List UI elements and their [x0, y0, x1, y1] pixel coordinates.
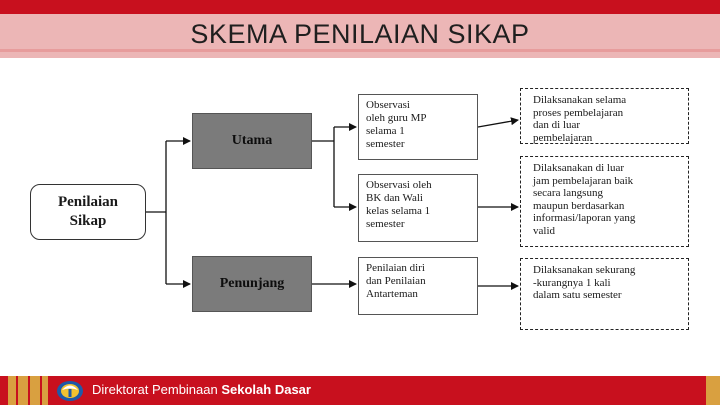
- text-line: kelas selama 1: [366, 205, 431, 217]
- text-line: oleh guru MP: [366, 112, 427, 124]
- note-observasi-guru: Dilaksanakan selama proses pembelajaran …: [520, 88, 689, 144]
- text-line: secara langsung: [533, 187, 603, 199]
- text-line: dalam satu semester: [533, 289, 622, 301]
- text-line: semester: [366, 138, 405, 150]
- title-band: [0, 14, 720, 58]
- text-line: jam pembelajaran baik: [533, 174, 634, 187]
- text-line: maupun berdasarkan: [533, 199, 625, 212]
- text-line: selama 1: [366, 125, 405, 137]
- footer-text: Direktorat Pembinaan Sekolah Dasar: [92, 382, 311, 397]
- node-observasi-guru: Observasi oleh guru MP selama 1 semester: [358, 94, 478, 160]
- footer-bold: Sekolah Dasar: [221, 382, 311, 397]
- footer-bar: Direktorat Pembinaan Sekolah Dasar: [0, 376, 720, 405]
- text-line: Dilaksanakan sekurang: [533, 264, 636, 276]
- footer-prefix: Direktorat Pembinaan: [92, 382, 218, 397]
- text-line: informasi/laporan yang: [533, 212, 636, 224]
- ornament-stripe: [40, 376, 42, 405]
- text-line: dan Penilaian: [366, 275, 426, 287]
- note-penilaian-diri: Dilaksanakan sekurang -kurangnya 1 kali …: [520, 258, 689, 330]
- root-line-1: Penilaian: [57, 194, 118, 210]
- node-observasi-bk: Observasi oleh BK dan Wali kelas selama …: [358, 174, 478, 242]
- root-line-2: Sikap: [69, 213, 107, 229]
- text-line: Observasi: [366, 99, 410, 111]
- node-utama: Utama: [192, 113, 312, 169]
- text-line: Dilaksanakan selama: [533, 94, 627, 106]
- node-penilaian-diri: Penilaian diri dan Penilaian Antarteman: [358, 257, 478, 315]
- text-line: -kurangnya 1 kali: [533, 276, 611, 289]
- text-line: semester: [366, 218, 405, 230]
- footer-right-ornament: [706, 376, 720, 405]
- node-penunjang: Penunjang: [192, 256, 312, 312]
- slide-title: SKEMA PENILAIAN SIKAP: [190, 19, 530, 49]
- ornament-stripe: [28, 376, 30, 405]
- ornament-stripe: [16, 376, 18, 405]
- note-connectors: [477, 117, 519, 290]
- note-observasi-bk: Dilaksanakan di luar jam pembelajaran ba…: [520, 156, 689, 247]
- arrow-note-1: [477, 117, 519, 128]
- text-line: Antarteman: [366, 288, 418, 300]
- text-line: valid: [533, 224, 555, 237]
- text-line: Penilaian diri: [366, 262, 425, 274]
- footer-ornament: [8, 376, 48, 405]
- root-connectors: [146, 137, 191, 288]
- text-line: BK dan Wali: [366, 192, 423, 204]
- text-line: dan di luar: [533, 119, 581, 131]
- node-penilaian-sikap: Penilaian Sikap: [30, 184, 146, 240]
- text-line: Dilaksanakan di luar: [533, 162, 625, 174]
- main-connectors: [312, 123, 357, 288]
- tut-wuri-handayani-logo-icon: [57, 381, 83, 401]
- text-line: Observasi oleh: [366, 179, 432, 191]
- top-red-bar: [0, 0, 720, 14]
- title-band-stripe: [0, 49, 720, 52]
- text-line: proses pembelajaran: [533, 106, 624, 119]
- text-line: pembelajaran: [533, 131, 593, 144]
